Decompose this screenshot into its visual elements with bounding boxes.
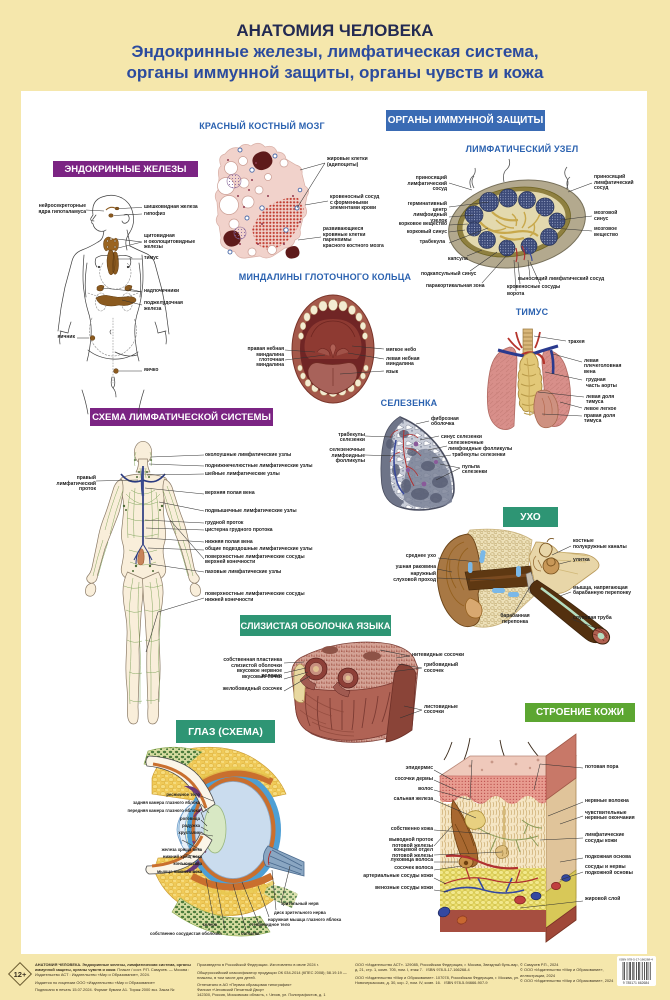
svg-text:12+: 12+ — [14, 970, 27, 979]
svg-text:9 785171 662684: 9 785171 662684 — [623, 981, 650, 985]
svg-text:ISBN 978-5-17-166268-4: ISBN 978-5-17-166268-4 — [619, 958, 653, 962]
